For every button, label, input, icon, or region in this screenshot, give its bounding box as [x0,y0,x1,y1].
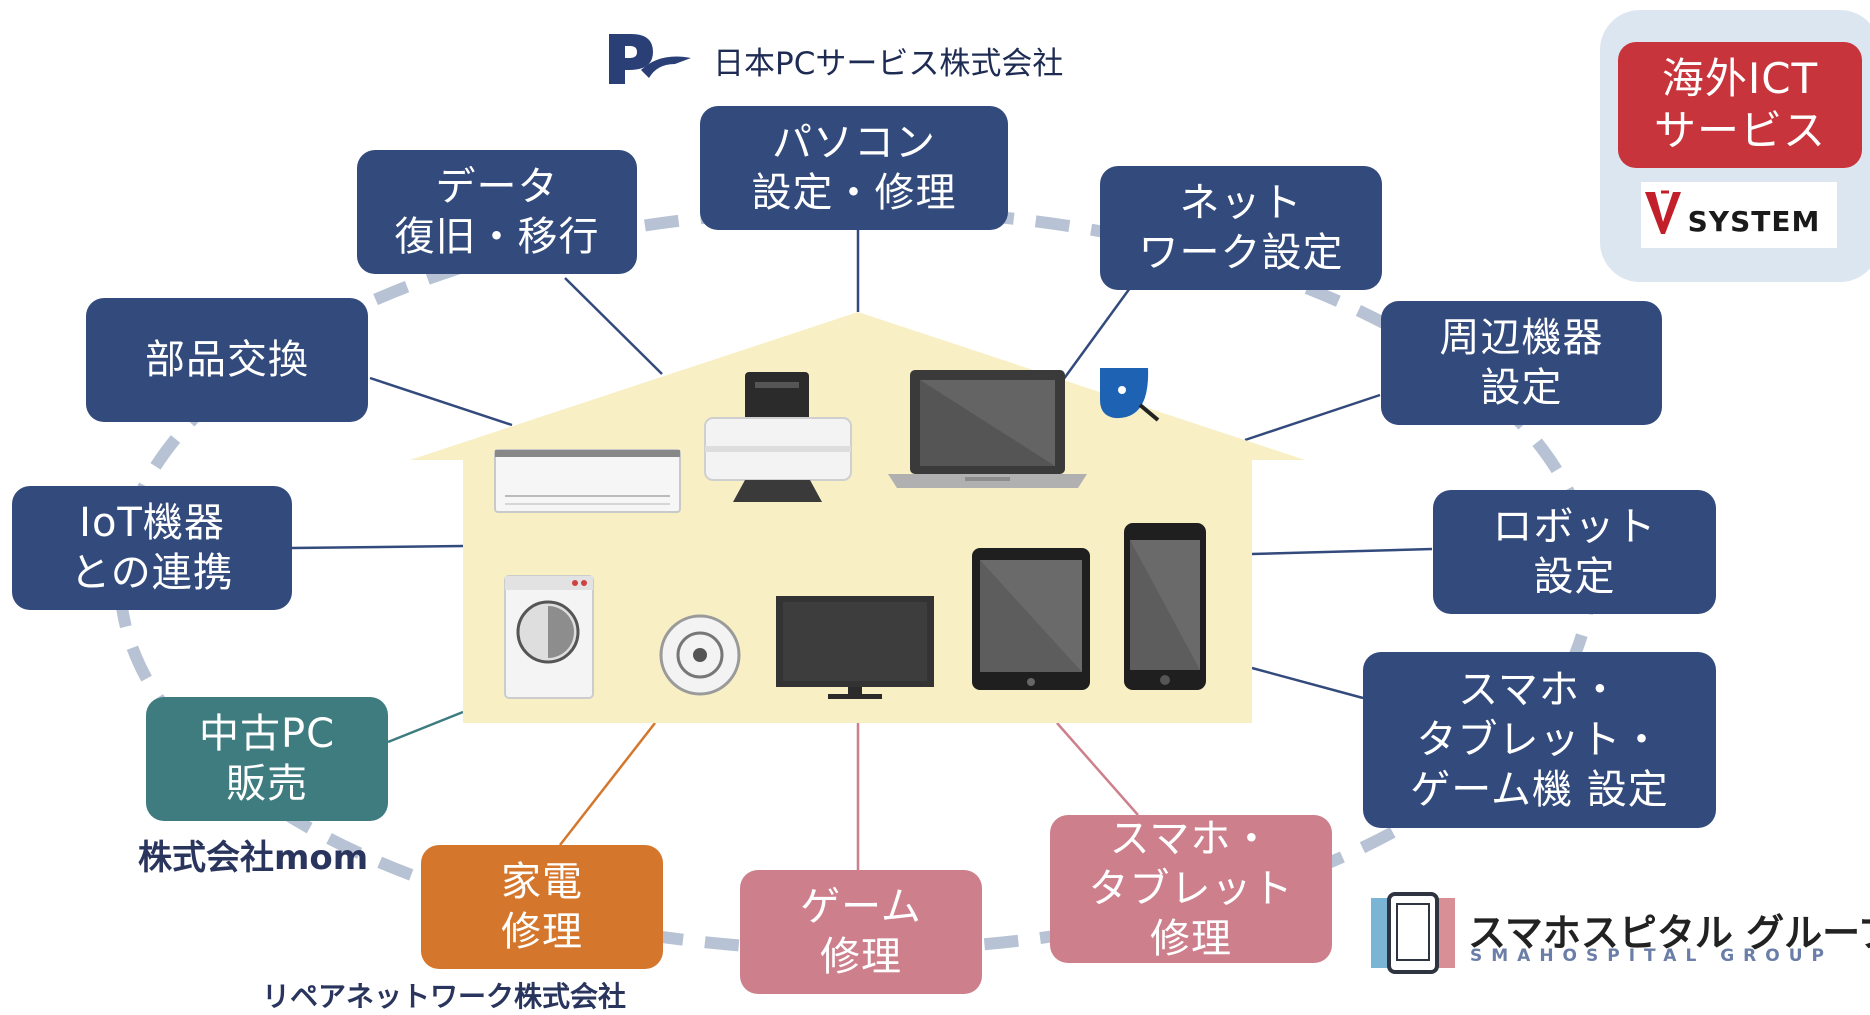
smahospital-logo-icon [1371,892,1455,974]
smartphone-repair-line3: 修理 [1150,916,1232,962]
printer-icon [704,372,852,502]
peripheral-line1: 周辺機器 [1439,315,1604,361]
service-peripheral-setup[interactable]: 周辺機器 設定 [1381,301,1662,425]
robot-icon [1100,368,1160,422]
smahospital-name-jp: スマホスピタル グループ [1468,911,1870,955]
robot-vacuum-icon [659,614,741,696]
smartphone-setup-line1: スマホ・ [1458,667,1621,713]
service-smartphone-setup[interactable]: スマホ・ タブレット・ ゲーム機 設定 [1363,652,1716,828]
air-conditioner-icon [494,449,681,513]
smahospital-name-en: SMAHOSPITAL GROUP [1470,946,1833,966]
company-name: 日本PCサービス株式会社 [713,46,1064,82]
pc-repair-line1: パソコン [772,120,936,166]
line-smartphone-repair [1056,722,1139,816]
service-smartphone-repair[interactable]: スマホ・ タブレット 修理 [1050,815,1332,963]
line-appliance [559,722,656,846]
iot-line2: との連携 [70,550,234,596]
smartphone-setup-line2: タブレット・ [1416,717,1663,763]
appliance-line2: 修理 [501,909,583,955]
network-line1: ネット [1179,180,1303,226]
line-iot [291,544,464,550]
repair-network-company-name: リペアネットワーク株式会社 [262,980,627,1013]
pc-repair-line2: 設定・修理 [751,170,957,216]
peripheral-line2: 設定 [1480,365,1563,411]
overseas-line1: 海外ICT [1661,54,1819,103]
line-robot [1251,547,1433,556]
appliance-line1: 家電 [501,859,583,905]
robot-line2: 設定 [1533,554,1616,600]
line-data [564,277,663,375]
line-parts [369,376,513,427]
data-line1: データ [435,164,559,210]
vsystem-wordmark: SYSTEM [1687,205,1821,238]
service-robot-setup[interactable]: ロボット 設定 [1433,490,1716,614]
television-icon [776,596,934,699]
service-parts-replacement[interactable]: 部品交換 [86,298,368,422]
game-line2: 修理 [820,934,902,980]
service-appliance-repair[interactable]: 家電 修理 [421,845,663,969]
connector-lines [291,230,1433,870]
service-network-setup[interactable]: ネット ワーク設定 [1100,166,1382,290]
network-line2: ワーク設定 [1138,230,1344,276]
vsystem-v-icon [1645,190,1681,234]
line-smartphone-setup [1251,666,1364,700]
overseas-ict-service[interactable]: 海外ICT サービス [1618,42,1862,168]
service-data-recovery[interactable]: データ 復旧・移行 [357,150,637,274]
parts-line1: 部品交換 [145,337,309,383]
service-used-pc-sales[interactable]: 中古PC 販売 [146,697,388,821]
smartphone-repair-line1: スマホ・ [1109,816,1273,862]
smartphone-icon [1124,523,1206,690]
laptop-icon [888,370,1087,488]
iot-line1: IoT機器 [79,500,225,546]
tablet-icon [972,548,1090,690]
robot-line1: ロボット [1492,504,1657,550]
game-line1: ゲーム [800,884,922,930]
washing-machine-icon [504,575,594,699]
vsystem-logo: SYSTEM [1641,182,1837,248]
service-pc-repair[interactable]: パソコン 設定・修理 [700,106,1008,230]
used-pc-line1: 中古PC [198,711,336,757]
line-used-pc [387,710,464,744]
line-peripheral [1244,393,1381,442]
data-line2: 復旧・移行 [394,214,600,260]
pc-service-logo-icon [609,34,691,84]
service-iot-integration[interactable]: IoT機器 との連携 [12,486,292,610]
smartphone-repair-line2: タブレット [1088,866,1294,912]
mom-company-name: 株式会社mom [138,838,369,878]
line-network [1061,287,1132,381]
service-game-repair[interactable]: ゲーム 修理 [740,870,982,994]
overseas-line2: サービス [1653,106,1826,155]
used-pc-line2: 販売 [226,761,308,807]
smartphone-setup-line3: ゲーム機 設定 [1410,767,1669,813]
